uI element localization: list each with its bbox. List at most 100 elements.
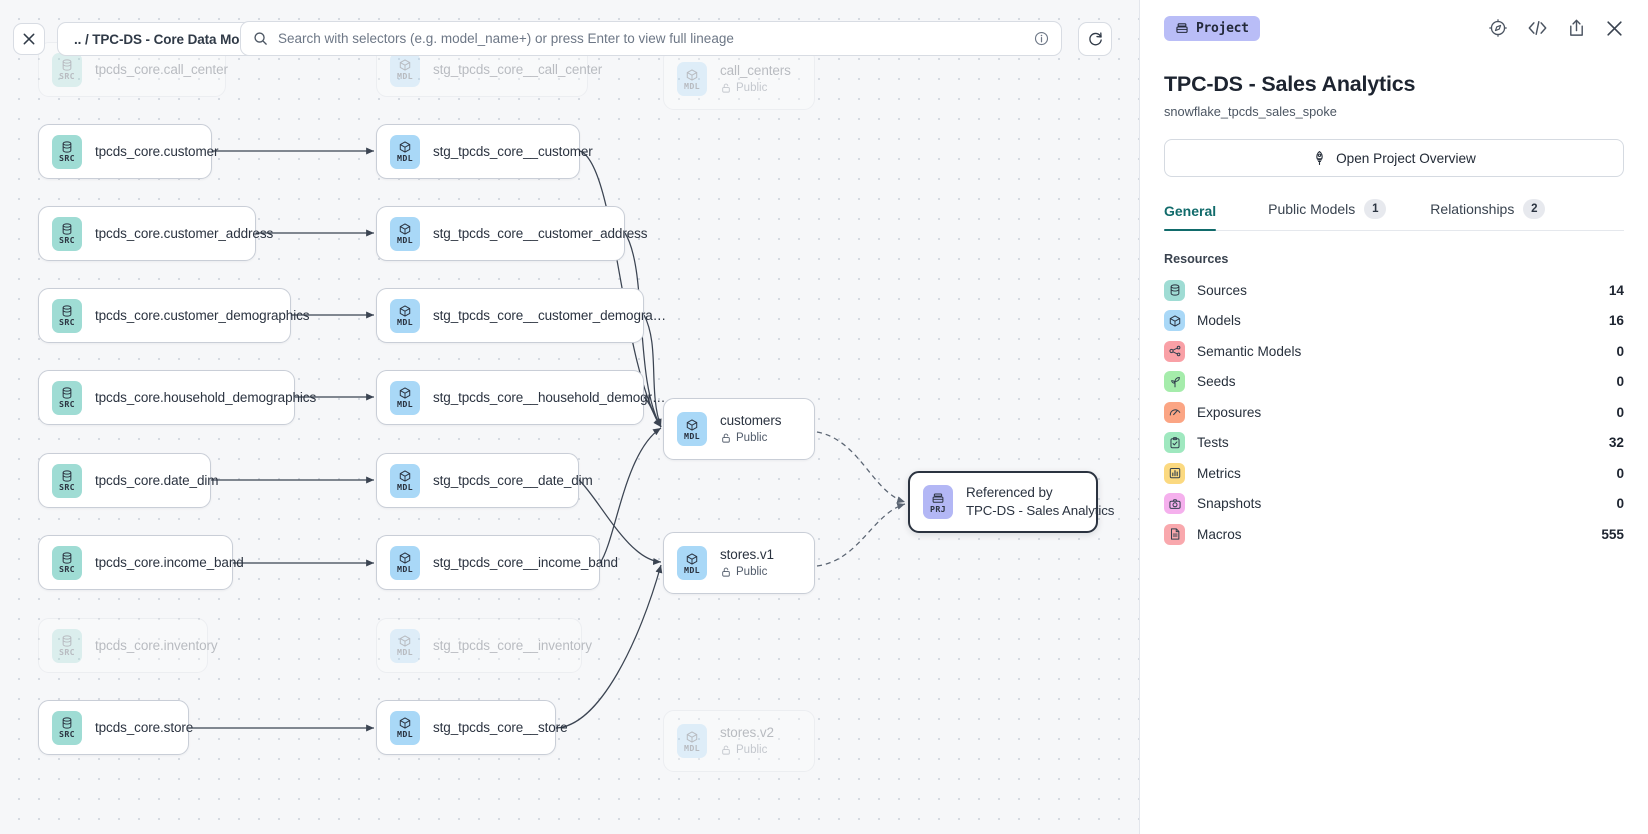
file-icon — [1164, 523, 1185, 545]
resource-count: 0 — [1616, 404, 1624, 420]
node-text: tpcds_core.household_demographics — [95, 390, 316, 406]
node-label: tpcds_core.customer — [95, 143, 219, 159]
node-type-code: SRC — [59, 153, 75, 163]
node-text: tpcds_core.call_center — [95, 62, 228, 78]
node-type-badge-mdl: MDL — [390, 380, 420, 415]
info-icon[interactable] — [1034, 31, 1049, 46]
code-icon[interactable] — [1527, 19, 1548, 37]
node-type-code: MDL — [684, 742, 700, 753]
close-lineage-button[interactable] — [13, 23, 45, 55]
node-text: stg_tpcds_core__call_center — [433, 62, 602, 78]
lock-icon — [720, 744, 732, 756]
resource-label: Seeds — [1197, 374, 1236, 390]
node-visibility-badge: Public — [720, 565, 774, 579]
node-type-badge-mdl: MDL — [390, 463, 420, 498]
open-project-overview-button[interactable]: Open Project Overview — [1164, 139, 1624, 177]
resource-row-seeds[interactable]: Seeds 0 — [1164, 367, 1624, 398]
resource-count: 0 — [1616, 374, 1624, 390]
node-type-badge-src: SRC — [52, 710, 82, 745]
lineage-node-src_income_band[interactable]: SRC tpcds_core.income_band — [38, 535, 244, 590]
node-type-badge-src: SRC — [52, 380, 82, 415]
node-label: tpcds_core.date_dim — [95, 472, 219, 488]
node-sublabel: TPC-DS - Sales Analytics — [966, 503, 1115, 518]
node-label: stg_tpcds_core__store — [433, 719, 568, 735]
database-icon — [60, 304, 74, 318]
project-identifier: snowflake_tpcds_sales_spoke — [1164, 104, 1337, 119]
share-icon[interactable] — [1567, 18, 1586, 38]
resource-row-macros[interactable]: Macros 555 — [1164, 519, 1624, 550]
node-label: tpcds_core.customer_demographics — [95, 307, 310, 323]
node-label: tpcds_core.income_band — [95, 554, 244, 570]
refresh-button[interactable] — [1078, 22, 1112, 56]
tab-label: General — [1164, 203, 1217, 219]
resource-label: Models — [1197, 313, 1241, 329]
search-bar[interactable] — [240, 21, 1062, 56]
cube-icon — [685, 730, 699, 744]
search-input[interactable] — [278, 31, 1024, 46]
node-type-code: PRJ — [930, 503, 946, 514]
project-icon — [1175, 21, 1189, 35]
node-visibility-label: Public — [736, 82, 768, 94]
node-text: stg_tpcds_core__customer — [433, 144, 593, 160]
cube-icon — [398, 222, 412, 236]
node-type-badge-src: SRC — [52, 134, 82, 169]
node-visibility-label: Public — [736, 432, 768, 444]
details-panel: Project — [1139, 0, 1648, 834]
lineage-node-mdl_stg_customer_demographics[interactable]: MDL stg_tpcds_core__customer_demogra… — [376, 288, 666, 343]
cube-icon — [685, 68, 699, 82]
node-type-code: SRC — [59, 564, 75, 574]
node-type-badge-src: SRC — [52, 628, 82, 663]
lineage-node-src_customer_demographics[interactable]: SRC tpcds_core.customer_demographics — [38, 288, 310, 343]
node-text: tpcds_core.date_dim — [95, 472, 219, 489]
close-icon[interactable] — [1605, 19, 1624, 38]
database-icon — [60, 469, 74, 483]
lineage-node-src_household_demographics[interactable]: SRC tpcds_core.household_demographics — [38, 370, 316, 425]
node-text: tpcds_core.customer — [95, 143, 219, 160]
resource-count: 555 — [1601, 526, 1624, 542]
node-type-badge-mdl: MDL — [390, 298, 420, 333]
node-type-code: SRC — [59, 317, 75, 327]
lock-icon — [720, 566, 732, 578]
node-type-badge-mdl: MDL — [677, 62, 707, 96]
tab-count-badge: 1 — [1364, 199, 1387, 219]
cube-icon — [685, 418, 699, 432]
compass-icon[interactable] — [1488, 18, 1508, 38]
resource-label: Macros — [1197, 526, 1242, 542]
tab-general[interactable]: General — [1164, 203, 1246, 231]
close-icon — [23, 33, 35, 45]
node-type-badge-mdl: MDL — [677, 412, 707, 446]
node-type-badge-src: SRC — [52, 298, 82, 333]
cube-icon — [398, 469, 412, 483]
lineage-node-src_customer[interactable]: SRC tpcds_core.customer — [38, 124, 219, 179]
node-label: stg_tpcds_core__customer_demogra… — [433, 307, 667, 323]
graph-icon — [1164, 340, 1185, 362]
